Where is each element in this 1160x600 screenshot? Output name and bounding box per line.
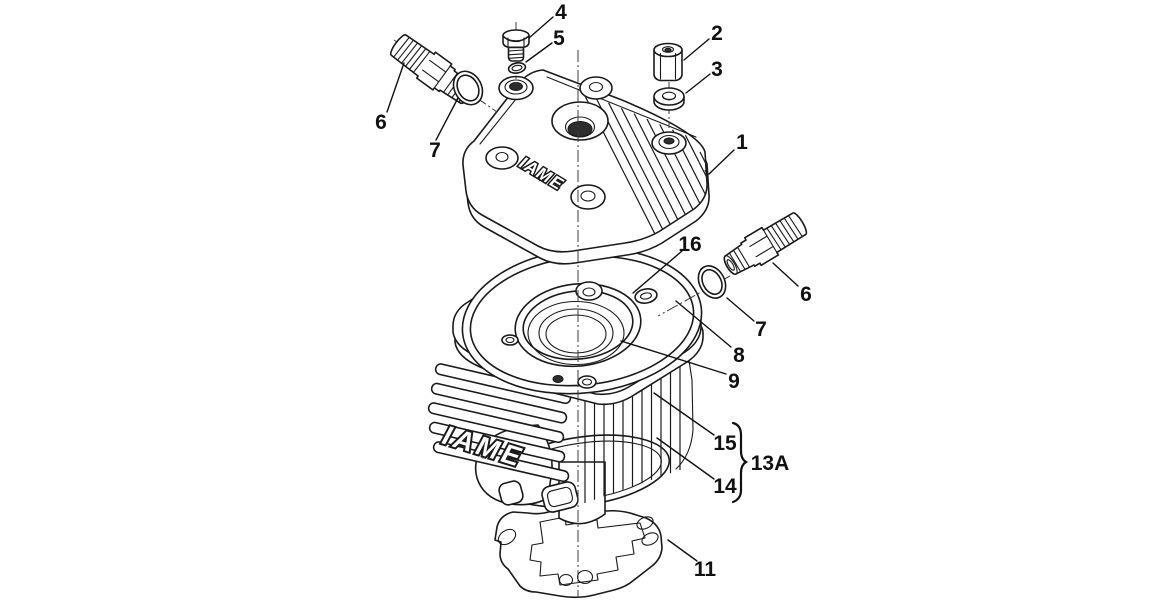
group-brace-13a bbox=[731, 421, 749, 504]
gasket-hole-left bbox=[497, 528, 517, 546]
callout-1: 1 bbox=[736, 131, 748, 154]
deck-hole-dark bbox=[552, 375, 564, 383]
cylinder-bore bbox=[527, 300, 625, 366]
fitting-oring-right-part bbox=[697, 265, 727, 299]
callout-7-top-left: 7 bbox=[429, 139, 441, 162]
callout-16: 16 bbox=[678, 233, 701, 256]
cylinder-head-part: IAME bbox=[462, 69, 710, 265]
fitting-oring-top-left-part bbox=[452, 70, 484, 106]
callout-4: 4 bbox=[555, 1, 567, 24]
cylinder-right-fins bbox=[584, 360, 681, 503]
head-cooling-fins bbox=[582, 91, 708, 252]
nut-part bbox=[653, 42, 683, 82]
spark-plug-recess bbox=[551, 101, 609, 141]
callout-15: 15 bbox=[713, 432, 737, 455]
exhaust-port bbox=[541, 481, 579, 513]
deck-stud-hole-bottom bbox=[577, 375, 597, 389]
callout-8: 8 bbox=[733, 344, 745, 367]
leader-lines bbox=[386, 16, 799, 562]
gasket-hole-right-2 bbox=[641, 532, 659, 546]
cylinder-left-fins bbox=[427, 363, 572, 483]
callout-6-top-left: 6 bbox=[375, 111, 387, 134]
callout-14: 14 bbox=[713, 475, 737, 498]
callout-7-right: 7 bbox=[755, 318, 767, 341]
head-boss-plug bbox=[498, 75, 534, 101]
head-boss-left bbox=[485, 146, 519, 170]
head-boss-bottom bbox=[570, 184, 606, 210]
plug-oring-part bbox=[507, 62, 527, 74]
callout-2: 2 bbox=[711, 22, 723, 45]
callout-5: 5 bbox=[553, 27, 565, 50]
head-boss-top-right bbox=[579, 76, 613, 100]
deck-stud-hole-left bbox=[501, 334, 519, 346]
callout-labels: 4 5 2 3 6 7 1 16 6 7 8 9 15 13A 14 11 bbox=[375, 1, 812, 581]
callout-3: 3 bbox=[711, 58, 723, 81]
head-boss-nut bbox=[651, 131, 687, 155]
washer-part bbox=[653, 87, 685, 111]
callout-9: 9 bbox=[728, 370, 740, 393]
callout-11: 11 bbox=[694, 558, 717, 581]
plug-part bbox=[502, 29, 530, 62]
deck-fitting-hole bbox=[634, 288, 658, 304]
fitting-right-part bbox=[723, 212, 808, 275]
callout-13a: 13A bbox=[751, 452, 790, 475]
gasket-hole-bottom-1 bbox=[558, 573, 574, 587]
callout-6-right: 6 bbox=[800, 283, 812, 306]
gasket-hole-right-1 bbox=[636, 516, 654, 530]
inner-ring-tab bbox=[575, 281, 603, 301]
